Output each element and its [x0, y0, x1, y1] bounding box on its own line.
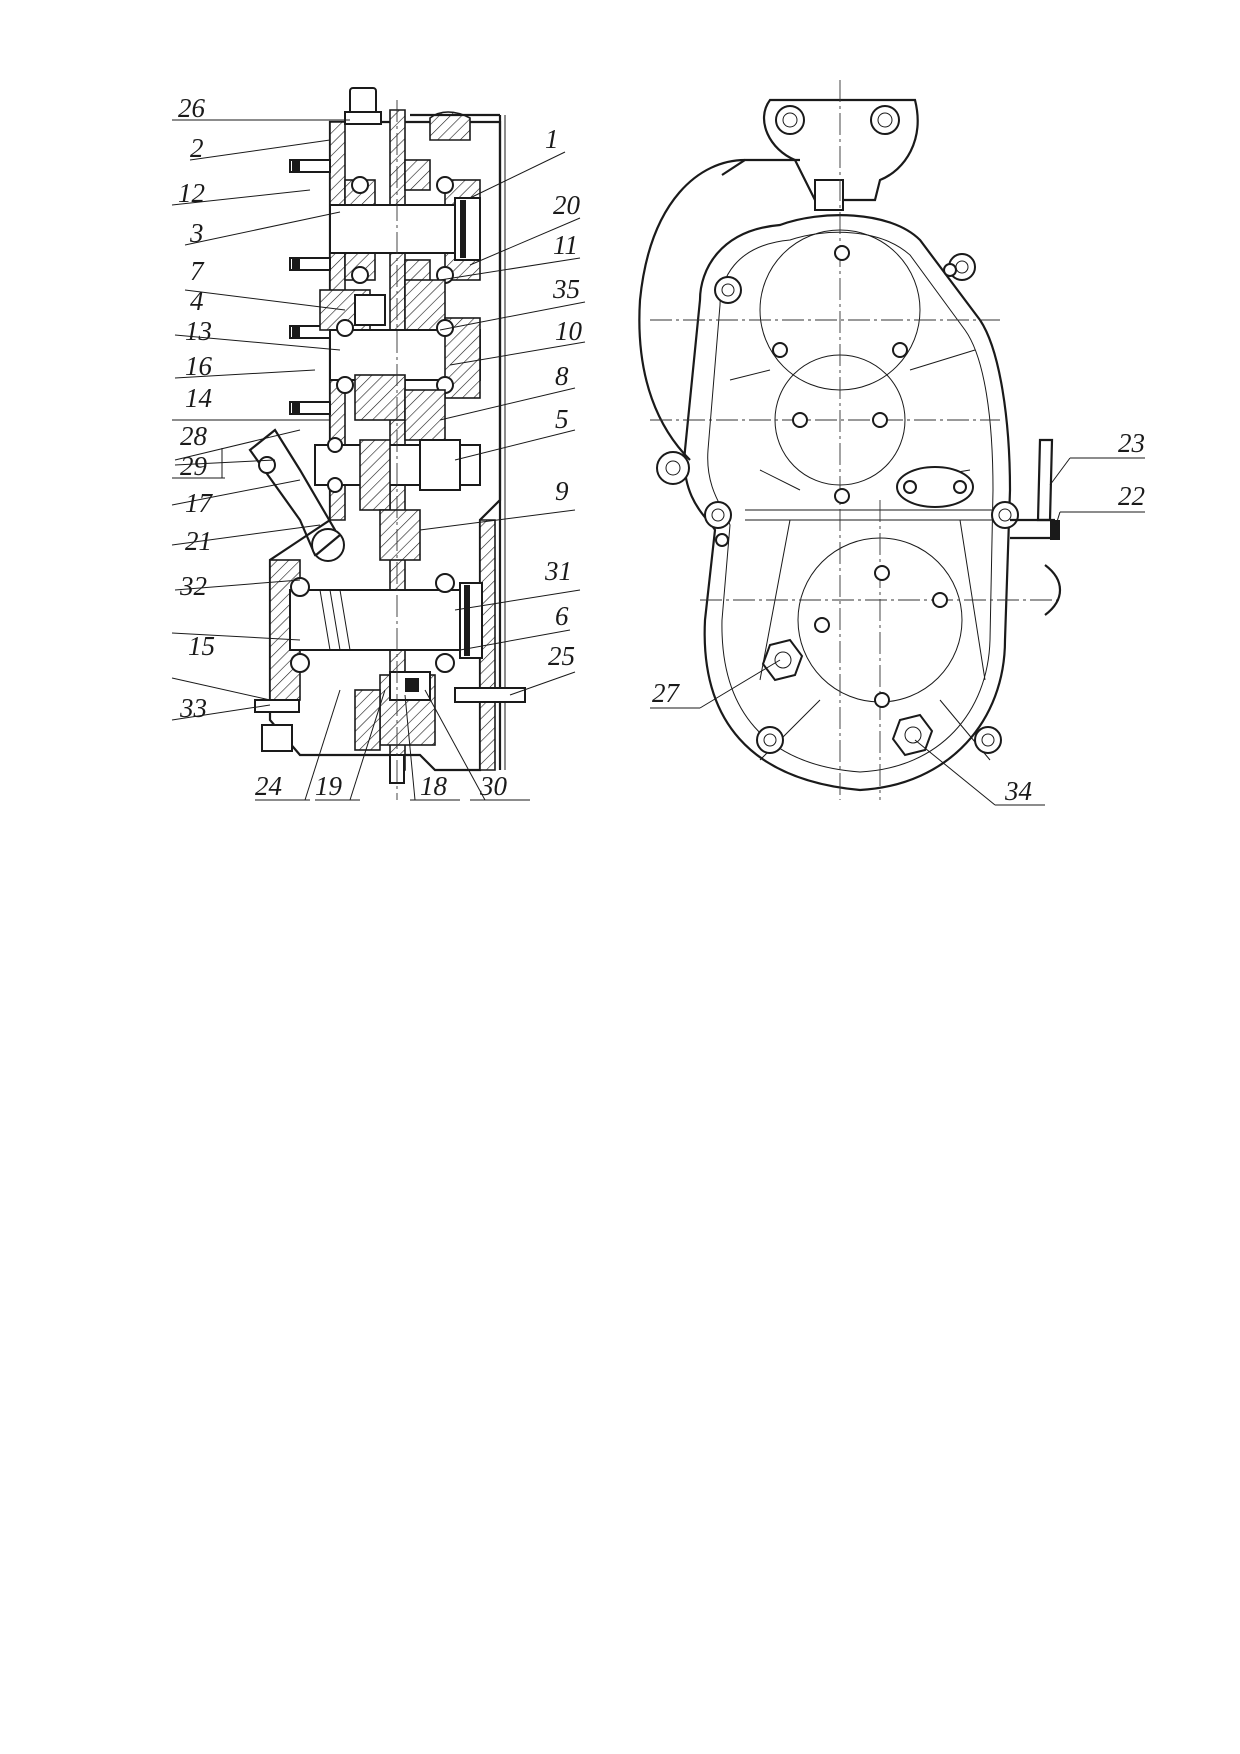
cover-screws: [772, 245, 948, 708]
callout-35: 35: [552, 274, 580, 304]
callout-25: 25: [548, 641, 575, 671]
callout-23: 23: [1118, 428, 1145, 458]
sectional-view: [248, 87, 526, 800]
callout-4: 4: [190, 286, 204, 316]
callout-14: 14: [185, 383, 212, 413]
callout-34: 34: [1004, 776, 1032, 806]
callout-28: 28: [180, 421, 208, 451]
callout-13: 13: [185, 316, 212, 346]
callout-7: 7: [190, 256, 205, 286]
callout-31: 31: [544, 556, 572, 586]
callout-15: 15: [188, 631, 215, 661]
perimeter-bolts: [704, 253, 1019, 754]
callout-5: 5: [555, 404, 569, 434]
flange-bolts: [289, 159, 331, 415]
callout-22: 22: [1118, 481, 1145, 511]
callout-20: 20: [553, 190, 581, 220]
callout-24: 24: [255, 771, 282, 801]
front-view: [638, 80, 1061, 800]
callout-6: 6: [555, 601, 569, 631]
callout-29: 29: [180, 451, 208, 481]
callout-8: 8: [555, 361, 569, 391]
callout-26: 26: [178, 93, 206, 123]
callout-11: 11: [553, 230, 578, 260]
callout-9: 9: [555, 476, 569, 506]
callout-2: 2: [190, 133, 204, 163]
callout-33: 33: [179, 693, 207, 723]
lower-shaft: [314, 437, 481, 511]
callouts: 26 2 12 1 3 20 7 11 4 35 13 10 16 8 14 5…: [171, 93, 1145, 806]
middle-shaft: [319, 279, 481, 441]
callout-17: 17: [185, 488, 214, 518]
callout-16: 16: [185, 351, 213, 381]
callout-3: 3: [189, 218, 204, 248]
callout-27: 27: [652, 678, 681, 708]
upper-shaft: [329, 159, 481, 301]
callout-21: 21: [185, 526, 212, 556]
callout-18: 18: [420, 771, 448, 801]
callout-10: 10: [555, 316, 583, 346]
callout-12: 12: [178, 178, 205, 208]
callout-1: 1: [545, 124, 559, 154]
callout-32: 32: [179, 571, 207, 601]
callout-30: 30: [479, 771, 508, 801]
output-shaft: [269, 509, 483, 751]
callout-19: 19: [315, 771, 343, 801]
